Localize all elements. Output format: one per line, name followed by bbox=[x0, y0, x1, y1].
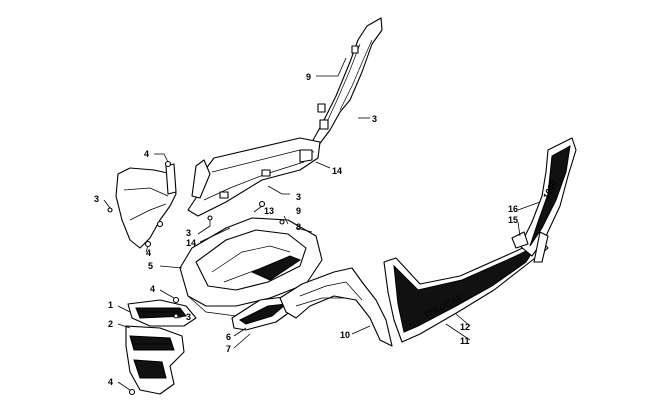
callout-11: 11 bbox=[460, 336, 470, 346]
callout-7: 7 bbox=[226, 344, 231, 354]
callout-4: 4 bbox=[144, 149, 149, 159]
upper-side-panel bbox=[311, 17, 383, 147]
callout-16: 16 bbox=[508, 204, 518, 214]
callout-3: 3 bbox=[186, 312, 191, 322]
center-bracket bbox=[187, 137, 321, 217]
inner-fender bbox=[279, 267, 393, 347]
hood bbox=[179, 217, 323, 317]
callout-3: 3 bbox=[296, 192, 301, 202]
clip-upper bbox=[351, 45, 359, 54]
leader-lines bbox=[103, 57, 541, 391]
front-fender-strip bbox=[231, 295, 299, 331]
callout-9: 9 bbox=[296, 206, 301, 216]
callout-6: 6 bbox=[226, 332, 231, 342]
callout-4: 4 bbox=[146, 248, 151, 258]
callout-3: 3 bbox=[372, 114, 377, 124]
bracket-tab-a bbox=[261, 169, 271, 177]
callout-labels: 9 3 4 3 14 3 13 9 8 3 14 4 5 4 3 1 2 6 7… bbox=[94, 72, 518, 387]
rear-decal-panel: 1000 bbox=[511, 137, 577, 263]
callout-8: 8 bbox=[296, 222, 301, 232]
callout-4: 4 bbox=[108, 377, 113, 387]
callout-5: 5 bbox=[148, 261, 153, 271]
side-decal-panel: WILDCAT bbox=[383, 239, 549, 343]
callout-13: 13 bbox=[264, 206, 274, 216]
callout-15: 15 bbox=[508, 215, 518, 225]
clip-low bbox=[319, 119, 329, 130]
callout-14: 14 bbox=[332, 166, 342, 176]
front-fascia bbox=[125, 299, 197, 395]
clip-mid bbox=[317, 103, 326, 113]
callout-3: 3 bbox=[186, 228, 191, 238]
bracket-tab-b bbox=[219, 191, 229, 199]
callout-1: 1 bbox=[108, 300, 113, 310]
callout-3: 3 bbox=[94, 194, 99, 204]
callout-14: 14 bbox=[186, 238, 196, 248]
callout-9: 9 bbox=[306, 72, 311, 82]
left-side-panel bbox=[115, 163, 177, 249]
fasteners bbox=[107, 160, 285, 396]
callout-4: 4 bbox=[150, 284, 155, 294]
callout-12: 12 bbox=[460, 322, 470, 332]
callout-10: 10 bbox=[340, 330, 350, 340]
callout-2: 2 bbox=[108, 319, 113, 329]
